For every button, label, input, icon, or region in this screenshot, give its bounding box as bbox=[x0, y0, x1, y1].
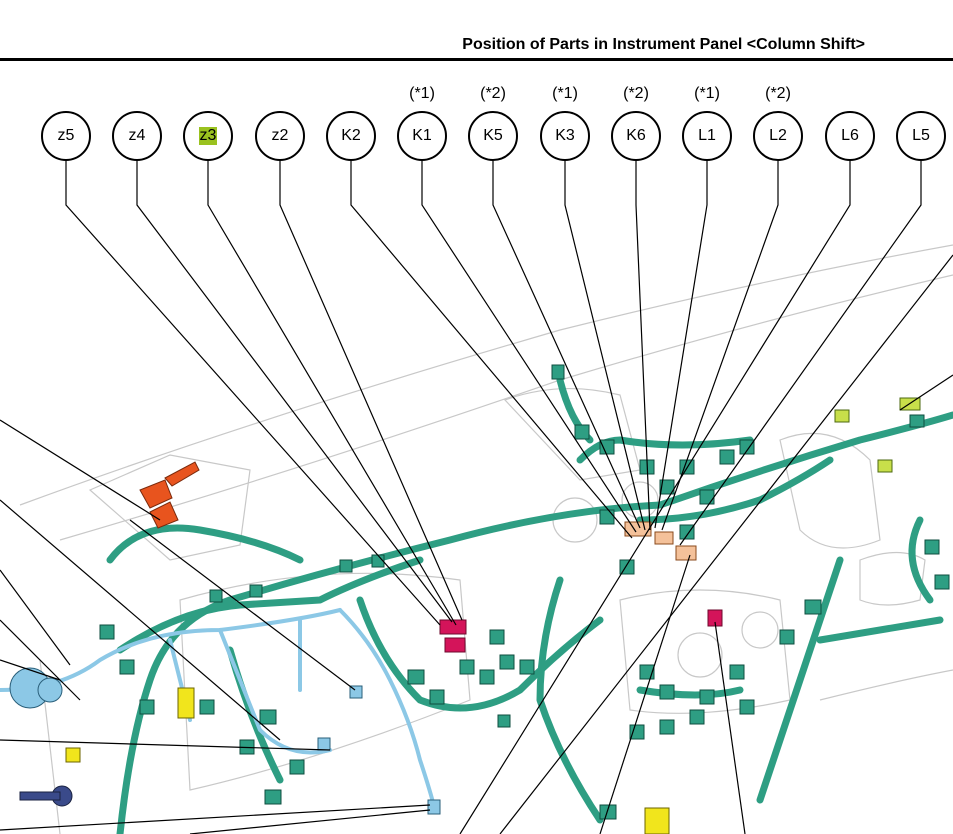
callout-label: L6 bbox=[841, 127, 859, 144]
callout-label: K5 bbox=[483, 127, 503, 144]
page-title: Position of Parts in Instrument Panel <C… bbox=[462, 36, 865, 53]
callout-l5: L5 bbox=[896, 111, 946, 161]
light-blue-harness bbox=[0, 608, 437, 812]
callout-label: z3 bbox=[198, 127, 218, 145]
callout-note-k3: (*1) bbox=[552, 85, 578, 102]
callout-l6: L6 bbox=[825, 111, 875, 161]
callout-label: z5 bbox=[57, 127, 75, 144]
callout-label: z4 bbox=[128, 127, 146, 144]
callout-z5: z5 bbox=[41, 111, 91, 161]
callout-z2: z2 bbox=[255, 111, 305, 161]
callout-label: K2 bbox=[341, 127, 361, 144]
callout-label: L1 bbox=[698, 127, 716, 144]
connector-magenta bbox=[439, 609, 723, 653]
callout-note-k1: (*1) bbox=[409, 85, 435, 102]
callout-note-k5: (*2) bbox=[480, 85, 506, 102]
callout-label: K1 bbox=[412, 127, 432, 144]
connector-yellow-green bbox=[834, 397, 921, 473]
callout-k1: K1 bbox=[397, 111, 447, 161]
connectors-teal bbox=[99, 364, 950, 820]
callout-k5: K5 bbox=[468, 111, 518, 161]
bolt-left bbox=[9, 667, 63, 709]
callout-note-l2: (*2) bbox=[765, 85, 791, 102]
callout-z3: z3 bbox=[183, 111, 233, 161]
callout-note-l1: (*1) bbox=[694, 85, 720, 102]
callout-label: z2 bbox=[271, 127, 289, 144]
light-blue-clips bbox=[317, 685, 441, 815]
callout-l2: L2 bbox=[753, 111, 803, 161]
bolt-bottom-left bbox=[19, 785, 73, 807]
callout-k3: K3 bbox=[540, 111, 590, 161]
title-rule bbox=[0, 58, 953, 61]
callout-label: L2 bbox=[769, 127, 787, 144]
callout-k2: K2 bbox=[326, 111, 376, 161]
callout-label: K3 bbox=[555, 127, 575, 144]
callout-z4: z4 bbox=[112, 111, 162, 161]
callout-l1: L1 bbox=[682, 111, 732, 161]
main-harness bbox=[106, 376, 953, 834]
panel-outline bbox=[19, 244, 953, 834]
callout-label: K6 bbox=[626, 127, 646, 144]
connector-orange bbox=[139, 461, 200, 529]
leader-lines bbox=[0, 161, 953, 834]
callout-label: L5 bbox=[912, 127, 930, 144]
connector-yellow bbox=[65, 687, 670, 834]
callout-k6: K6 bbox=[611, 111, 661, 161]
callout-note-k6: (*2) bbox=[623, 85, 649, 102]
